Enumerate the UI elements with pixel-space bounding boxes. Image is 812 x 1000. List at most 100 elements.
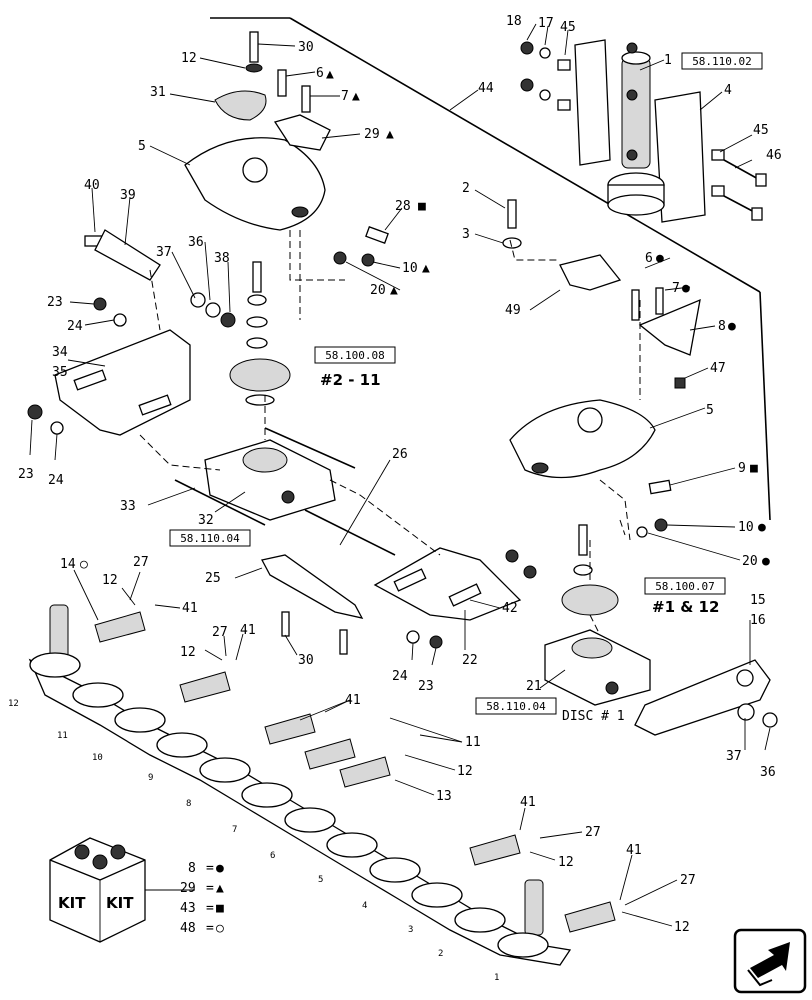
bracket-22-42 xyxy=(373,547,537,649)
svg-text:58.100.08: 58.100.08 xyxy=(325,349,385,362)
svg-text:27: 27 xyxy=(680,873,696,888)
svg-text:33: 33 xyxy=(120,499,136,514)
svg-text:16: 16 xyxy=(750,613,766,628)
svg-text:KIT: KIT xyxy=(106,894,134,912)
svg-text:28: 28 xyxy=(395,199,411,214)
svg-text:29: 29 xyxy=(180,881,196,896)
leader-lines xyxy=(29,23,771,927)
svg-text:=: = xyxy=(206,881,214,896)
svg-text:47: 47 xyxy=(710,361,726,376)
housing-cover-5a xyxy=(184,137,326,231)
svg-text:6: 6 xyxy=(645,251,653,266)
svg-text:●: ● xyxy=(758,520,766,535)
svg-text:43: 43 xyxy=(180,901,196,916)
arrow-icon xyxy=(750,942,790,978)
gearbox-32 xyxy=(174,427,396,556)
skid-25 xyxy=(261,554,364,655)
svg-text:23: 23 xyxy=(418,679,434,694)
svg-text:27: 27 xyxy=(133,555,149,570)
kit-markers: ▲ ▲ ▲ ■ ▲ ▲ ● ● ● ■ ● ● ○ xyxy=(80,67,770,572)
disc-group-label: #1 & 12 xyxy=(652,598,719,616)
svg-text:4: 4 xyxy=(724,83,732,98)
svg-text:■: ■ xyxy=(216,901,224,916)
bracket-29 xyxy=(273,114,331,151)
svg-text:38: 38 xyxy=(214,251,230,266)
svg-text:▲: ▲ xyxy=(386,127,394,142)
svg-text:▲: ▲ xyxy=(216,881,224,896)
svg-text:49: 49 xyxy=(505,303,521,318)
frame-line xyxy=(289,17,761,293)
next-page-arrow-button[interactable] xyxy=(733,928,807,994)
svg-text:24: 24 xyxy=(67,319,83,334)
svg-text:3: 3 xyxy=(462,227,470,242)
svg-text:1: 1 xyxy=(494,973,499,983)
svg-text:12: 12 xyxy=(674,920,690,935)
svg-text:12: 12 xyxy=(181,51,197,66)
ref-box-58-100-08[interactable]: 58.100.08 xyxy=(314,346,396,364)
svg-text:14: 14 xyxy=(60,557,76,572)
svg-text:12: 12 xyxy=(457,764,473,779)
svg-text:58.110.02: 58.110.02 xyxy=(692,55,752,68)
svg-text:10: 10 xyxy=(92,753,103,763)
svg-text:15: 15 xyxy=(750,593,766,608)
kit-box-icon: KIT KIT xyxy=(49,837,146,943)
ref-box-58-110-04-a[interactable]: 58.110.04 xyxy=(169,529,251,547)
svg-text:1: 1 xyxy=(664,53,672,68)
svg-text:■: ■ xyxy=(418,199,426,214)
svg-text:11: 11 xyxy=(465,735,481,750)
svg-text:10: 10 xyxy=(402,261,418,276)
svg-text:2: 2 xyxy=(438,949,443,959)
svg-text:●: ● xyxy=(656,251,664,266)
svg-text:27: 27 xyxy=(585,825,601,840)
disc-group-label: #2 - 11 xyxy=(320,371,381,389)
svg-text:2: 2 xyxy=(462,181,470,196)
alignment-lines xyxy=(139,230,641,636)
svg-text:12: 12 xyxy=(180,645,196,660)
svg-text:34: 34 xyxy=(52,345,68,360)
svg-text:23: 23 xyxy=(18,467,34,482)
svg-text:■: ■ xyxy=(750,461,758,476)
svg-text:9: 9 xyxy=(738,461,746,476)
svg-text:▲: ▲ xyxy=(326,67,334,82)
kit-legend-row: 43 = ■ xyxy=(180,901,224,916)
spindle-stack-2-11 xyxy=(229,261,291,406)
svg-text:36: 36 xyxy=(760,765,776,780)
bracket-15-16 xyxy=(634,659,778,736)
svg-text:▲: ▲ xyxy=(352,89,360,104)
svg-text:41: 41 xyxy=(240,623,256,638)
svg-text:9: 9 xyxy=(148,773,153,783)
ref-box-58-110-04-b[interactable]: 58.110.04 xyxy=(475,697,557,715)
svg-text:32: 32 xyxy=(198,513,214,528)
svg-text:35: 35 xyxy=(52,365,68,380)
svg-text:48: 48 xyxy=(180,921,196,936)
svg-text:=: = xyxy=(206,901,214,916)
svg-text:4: 4 xyxy=(362,901,367,911)
svg-text:3: 3 xyxy=(408,925,413,935)
svg-text:7: 7 xyxy=(341,89,349,104)
ref-box-58-100-07[interactable]: 58.100.07 xyxy=(644,577,726,595)
svg-text:58.110.04: 58.110.04 xyxy=(486,700,546,713)
svg-text:37: 37 xyxy=(726,749,742,764)
svg-text:5: 5 xyxy=(138,139,146,154)
bracket-34-35 xyxy=(27,329,191,436)
ref-box-58-110-02[interactable]: 58.110.02 xyxy=(681,52,763,70)
svg-text:17: 17 xyxy=(538,16,554,31)
kit-legend: 8 = ● 29 = ▲ 43 = ■ 48 = ○ xyxy=(180,861,224,936)
guard-49 xyxy=(559,254,622,291)
svg-text:21: 21 xyxy=(526,679,542,694)
svg-text:46: 46 xyxy=(766,148,782,163)
svg-text:36: 36 xyxy=(188,235,204,250)
svg-text:11: 11 xyxy=(57,731,68,741)
svg-text:●: ● xyxy=(728,319,736,334)
svg-text:●: ● xyxy=(216,861,224,876)
svg-text:●: ● xyxy=(682,281,690,296)
driveshaft-assembly xyxy=(574,39,706,223)
shield-8 xyxy=(638,298,701,356)
spindle-stack-1-12 xyxy=(561,564,619,616)
kit-legend-row: 48 = ○ xyxy=(180,921,224,936)
svg-text:7: 7 xyxy=(232,825,237,835)
svg-text:6: 6 xyxy=(270,851,275,861)
frame-line xyxy=(759,291,771,521)
svg-text:41: 41 xyxy=(626,843,642,858)
